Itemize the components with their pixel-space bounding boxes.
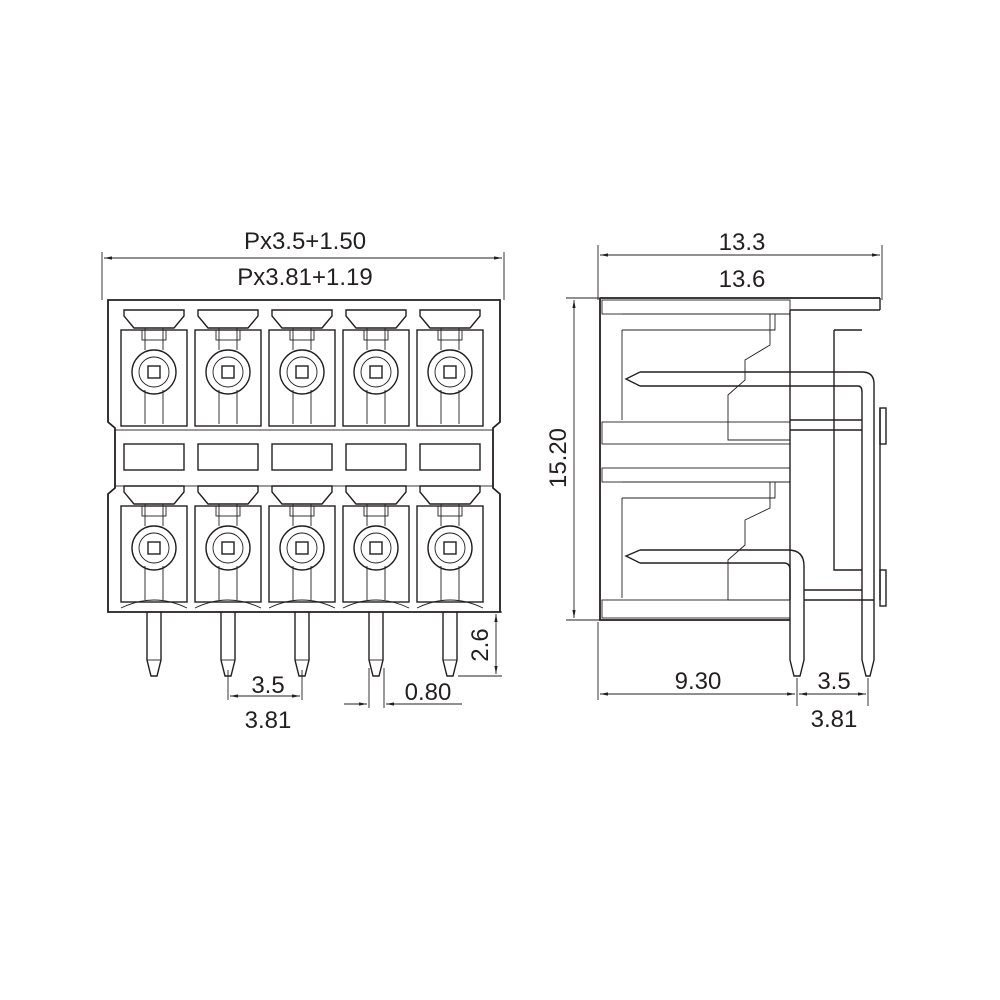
- terminal-row-top: [120, 309, 484, 427]
- terminal-top-2: [194, 309, 262, 427]
- pitch-formula-top-label: Px3.5+1.50: [244, 228, 366, 255]
- pin-width-dimension: 0.80: [344, 668, 462, 708]
- pin-offset-dimension: 9.30: [597, 622, 795, 700]
- terminal-top-1: [120, 309, 188, 427]
- pins: [146, 612, 458, 677]
- terminal-top-4: [342, 309, 410, 427]
- separator-windows: [123, 443, 481, 471]
- pin-pitch-dimension: 3.5 3.81: [227, 670, 303, 734]
- terminal-top-3: [268, 309, 336, 427]
- height-label: 15.20: [545, 428, 572, 488]
- terminal-bottom-2: [194, 485, 262, 609]
- terminal-bottom-4: [342, 485, 410, 609]
- depth-dimension: 13.3 13.6: [597, 229, 883, 300]
- pin-5: [442, 612, 458, 677]
- terminal-top-5: [416, 309, 484, 427]
- terminal-row-bottom: [120, 485, 484, 609]
- depth-top-label: 13.3: [719, 229, 766, 256]
- pin-3: [294, 612, 310, 677]
- window-4: [345, 443, 407, 471]
- side-body: [599, 297, 887, 677]
- pin-offset-label: 9.30: [675, 668, 722, 695]
- pin-1: [146, 612, 162, 677]
- row-pitch-top-label: 3.5: [817, 668, 850, 695]
- window-3: [271, 443, 333, 471]
- overall-width-dimension: Px3.5+1.50 Px3.81+1.19: [101, 228, 505, 300]
- row-pitch-dimension: 3.5 3.81: [796, 668, 869, 733]
- pin-pitch-top-label: 3.5: [251, 672, 284, 699]
- pin-4: [368, 612, 384, 677]
- side-view: 13.3 13.6 15.20: [545, 229, 887, 733]
- pin-2: [220, 612, 236, 677]
- terminal-bottom-5: [416, 485, 484, 609]
- pin-length-label: 2.6: [467, 628, 494, 661]
- pitch-formula-bottom-label: Px3.81+1.19: [237, 264, 372, 291]
- height-dimension: 15.20: [545, 297, 600, 621]
- pin-width-label: 0.80: [405, 679, 452, 706]
- row-pitch-bottom-label: 3.81: [811, 706, 858, 733]
- pin-pitch-bottom-label: 3.81: [245, 707, 292, 734]
- terminal-bottom-1: [120, 485, 188, 609]
- depth-bottom-label: 13.6: [719, 266, 766, 293]
- terminal-bottom-3: [268, 485, 336, 609]
- pin-length-dimension: 2.6: [458, 611, 502, 677]
- front-view: Px3.5+1.50 Px3.81+1.19 3.5 3.81 0.80 2.6: [101, 228, 505, 734]
- window-2: [197, 443, 259, 471]
- window-5: [419, 443, 481, 471]
- window-1: [123, 443, 185, 471]
